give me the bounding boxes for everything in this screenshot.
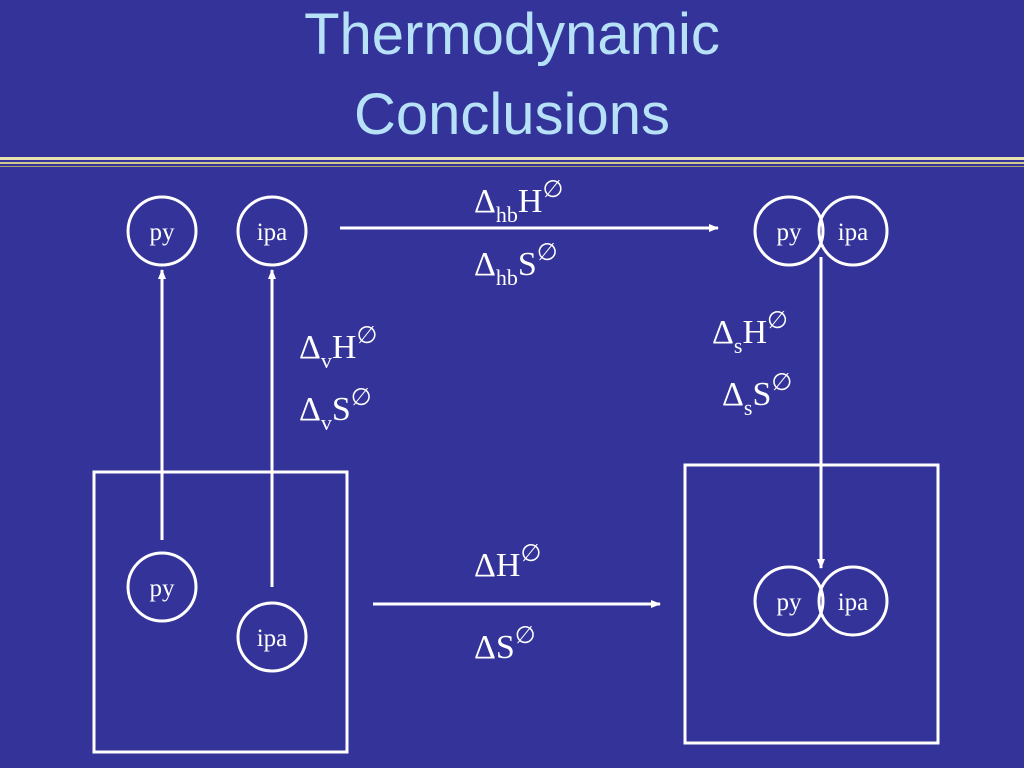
- gas-complex-py-label: py: [777, 219, 803, 246]
- delta-h-label: ΔH∅: [474, 541, 541, 584]
- gas-complex: py ipa: [753, 195, 889, 267]
- hb-subscript: hb: [496, 265, 518, 290]
- hb-subscript: hb: [496, 202, 518, 227]
- enthalpy-symbol: H: [332, 329, 357, 366]
- left-solution-box: [92, 470, 349, 754]
- title-divider-bottom: [0, 166, 1024, 167]
- v-subscript: v: [321, 410, 332, 435]
- delta-symbol: Δ: [299, 329, 321, 366]
- gas-complex-ipa-label: ipa: [838, 219, 869, 246]
- entropy-symbol: S: [518, 246, 537, 283]
- delta-hb-s-label: ΔhbS∅: [474, 240, 558, 290]
- gas-ipa-label: ipa: [257, 219, 288, 246]
- standard-state-icon: ∅: [771, 370, 792, 396]
- gas-ipa-molecule: ipa: [236, 195, 308, 267]
- right-solution-box: [683, 463, 940, 745]
- delta-hb-h-label: ΔhbH∅: [474, 177, 563, 227]
- solution-ipa-molecule: ipa: [236, 601, 308, 673]
- delta-s-h-label: ΔsH∅: [712, 308, 788, 358]
- standard-state-icon: ∅: [537, 240, 558, 266]
- delta-v-s-label: ΔvS∅: [299, 385, 372, 435]
- gas-py-label: py: [150, 219, 176, 246]
- delta-symbol: Δ: [712, 314, 734, 351]
- delta-s-label: ΔS∅: [474, 623, 536, 666]
- solution-ipa-label: ipa: [257, 625, 288, 652]
- delta-v-h-label: ΔvH∅: [299, 323, 377, 373]
- standard-state-icon: ∅: [356, 323, 377, 349]
- delta-symbol: Δ: [299, 391, 321, 428]
- entropy-symbol: S: [332, 391, 351, 428]
- solution-complex-py-label: py: [777, 589, 803, 616]
- delta-symbol: Δ: [474, 547, 496, 584]
- s-subscript: s: [744, 395, 753, 420]
- standard-state-icon: ∅: [515, 623, 536, 649]
- v-subscript: v: [321, 348, 332, 373]
- gas-py-molecule: py: [126, 195, 198, 267]
- enthalpy-symbol: H: [742, 314, 767, 351]
- enthalpy-symbol: H: [518, 183, 543, 220]
- slide-title-line-1: Thermodynamic: [304, 2, 720, 67]
- delta-s-s-label: ΔsS∅: [722, 370, 792, 420]
- solution-py-label: py: [150, 575, 176, 602]
- solution-complex-ipa-label: ipa: [838, 589, 869, 616]
- standard-state-icon: ∅: [542, 177, 563, 203]
- title-divider-top: [0, 157, 1024, 160]
- standard-state-icon: ∅: [767, 308, 788, 334]
- standard-state-icon: ∅: [351, 385, 372, 411]
- slide-title-line-2: Conclusions: [354, 82, 670, 147]
- delta-symbol: Δ: [474, 629, 496, 666]
- entropy-symbol: S: [496, 629, 515, 666]
- delta-symbol: Δ: [474, 183, 496, 220]
- solution-py-molecule: py: [126, 551, 198, 623]
- s-subscript: s: [734, 333, 743, 358]
- solution-complex: py ipa: [753, 565, 889, 637]
- standard-state-icon: ∅: [520, 541, 541, 567]
- delta-symbol: Δ: [474, 246, 496, 283]
- title-divider-middle: [0, 162, 1024, 164]
- delta-symbol: Δ: [722, 376, 744, 413]
- entropy-symbol: S: [752, 376, 771, 413]
- enthalpy-symbol: H: [496, 547, 521, 584]
